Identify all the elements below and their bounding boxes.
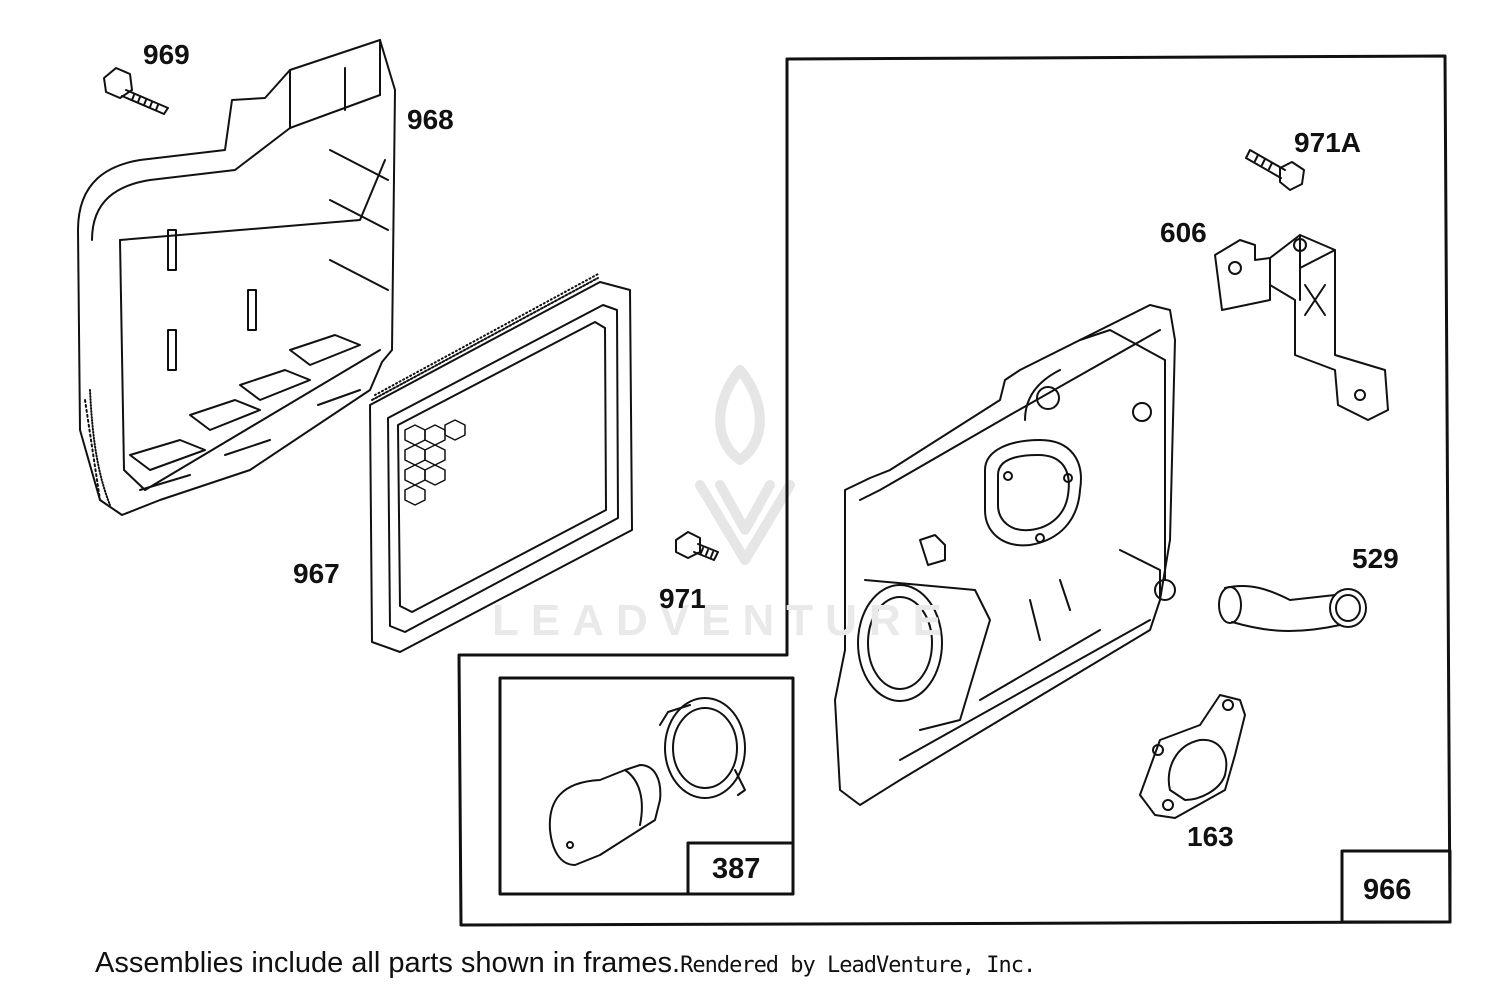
screw-969 (103, 67, 169, 115)
frame-966 (457, 54, 1452, 927)
callout-966: 966 (1363, 874, 1412, 906)
footer-note: Assemblies include all parts shown in fr… (95, 947, 681, 979)
footer-credit: Rendered by LeadVenture, Inc. (680, 953, 1036, 978)
callout-606: 606 (1160, 217, 1207, 248)
callout-971: 971 (659, 583, 706, 614)
bracket-606 (1214, 234, 1389, 421)
footer-note-line: Assemblies include all parts shown in fr… (95, 947, 1036, 980)
callout-387: 387 (712, 853, 761, 885)
air-cleaner-body-966 (834, 304, 1176, 806)
callout-969: 969 (143, 39, 190, 70)
frame-387-label-box (686, 841, 795, 896)
frame-387 (498, 676, 795, 896)
air-cleaner-base-968 (77, 39, 396, 516)
callout-967: 967 (293, 558, 340, 589)
callout-163: 163 (1187, 821, 1234, 852)
screw-971 (675, 531, 719, 561)
callout-971a: 971A (1294, 127, 1361, 158)
gasket-163 (1139, 694, 1246, 819)
air-filter-967 (369, 272, 633, 653)
frame-966-label-box (1340, 849, 1452, 924)
watermark-text: LEADVENTURE (492, 596, 955, 645)
screw-971a (1245, 149, 1305, 191)
elbow-tube-529 (1218, 584, 1367, 632)
callout-529: 529 (1352, 543, 1399, 574)
fuel-cap-and-ring-387 (548, 697, 746, 866)
callout-968: 968 (407, 104, 454, 135)
leadventure-logo-watermark (695, 365, 795, 565)
